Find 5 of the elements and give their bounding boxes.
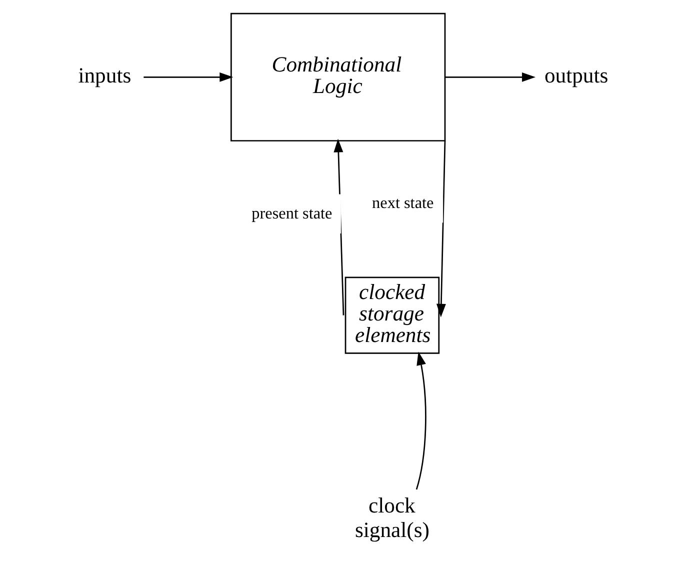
- node-text: inputs: [78, 63, 132, 88]
- node-text: outputs: [544, 63, 608, 88]
- edge-label: present state: [252, 204, 332, 223]
- edge-label: next state: [372, 194, 434, 212]
- node-text: clock signal(s): [354, 494, 430, 542]
